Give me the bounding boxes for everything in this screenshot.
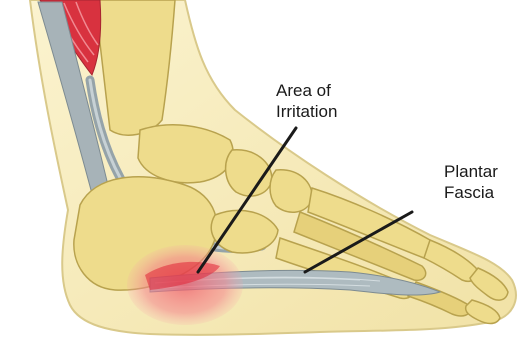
irritation-highlight xyxy=(127,245,243,325)
talus-bone xyxy=(138,125,233,183)
area-of-irritation-label-line2: Irritation xyxy=(276,101,337,122)
area-of-irritation-label: Area of Irritation xyxy=(276,80,337,122)
plantar-fascia-label-line1: Plantar xyxy=(444,161,498,182)
area-of-irritation-label-line1: Area of xyxy=(276,80,337,101)
plantar-fascia-label: Plantar Fascia xyxy=(444,161,498,203)
plantar-fascia-label-line2: Fascia xyxy=(444,182,498,203)
